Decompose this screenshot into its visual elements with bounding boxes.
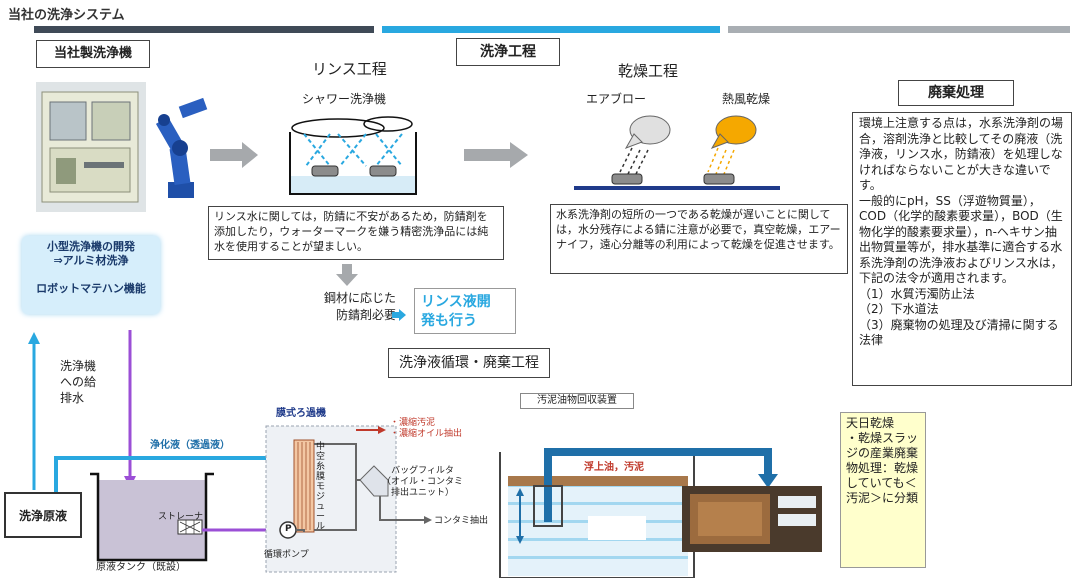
supply-label: 洗浄機 への給 排水 — [60, 359, 97, 405]
waste-text: 環境上注意する点は，水系洗浄剤の場合，溶剤洗浄と比較してその廃液（洗浄液，リンス… — [852, 112, 1072, 386]
header-bar-dark — [34, 26, 374, 33]
washer-machine-photo — [36, 82, 146, 212]
module-label: 中空糸膜モジュール — [316, 442, 326, 532]
waste-label: 廃棄処理 — [898, 80, 1014, 106]
process-arrow-2 — [464, 140, 530, 174]
rinse-highlight: リンス液開 発も行う — [414, 288, 516, 334]
pump-symbol: P — [285, 524, 292, 534]
dry-title: 乾燥工程 — [618, 62, 679, 80]
machine-label: 当社製洗浄機 — [36, 40, 150, 68]
rinse-note: リンス水に関しては，防錆に不安があるため，防錆剤を添加したり，ウォーターマークを… — [208, 206, 504, 260]
contami-label: コンタミ抽出 — [434, 516, 489, 526]
process-arrow-1 — [210, 140, 260, 174]
circulation-label: 洗浄液循環・廃棄工程 — [388, 348, 550, 378]
sludge-photo — [682, 486, 822, 552]
pump-label: 循環ポンプ — [264, 550, 309, 560]
sun-dry-note: 天日乾燥 ・乾燥スラッジの産業廃棄物処理：乾燥していても＜汚泥＞に分類 — [840, 412, 926, 568]
dry-note: 水系洗浄剤の短所の一つである乾燥が遅いことに関しては，水分残存による錆に注意が必… — [550, 204, 848, 274]
shower-label: シャワー洗浄機 — [302, 92, 387, 106]
rinse-title: リンス工程 — [312, 60, 387, 78]
shower-washer-diagram — [284, 110, 424, 198]
rinse-down-arrow — [336, 264, 358, 290]
source-liquid-box: 洗浄原液 — [4, 492, 82, 538]
header-bar-gray — [728, 26, 1070, 33]
hotair-label: 熱風乾燥 — [722, 92, 771, 106]
page-title: 当社の洗浄システム — [8, 8, 125, 23]
rinse-sub-label: 鋼材に応じた 防錆剤必要 — [323, 291, 396, 322]
membrane-title: 膜式ろ過機 — [276, 408, 326, 419]
tank-label: 原液タンク（既設） — [96, 562, 186, 573]
header-bar-blue — [382, 26, 720, 33]
strainer-label: ストレーナ — [158, 512, 204, 522]
airblow-label: エアブロー — [586, 92, 647, 106]
float-label: 浮上油，汚泥 — [584, 462, 644, 473]
small-machine-note: 小型洗浄機の開発 ⇒アルミ材洗浄 ロボットマテハン機能 — [22, 236, 160, 314]
rinse-right-arrow — [392, 306, 406, 325]
purified-label: 浄化液（透過液） — [150, 440, 230, 451]
recovery-label: 汚泥油物回収装置 — [520, 393, 634, 409]
bag-filter-label: バッグフィルタ （オイル・コンタミ 排出ユニット） — [382, 466, 464, 498]
robot-arm-illustration — [150, 92, 210, 202]
concentrate-label: ・濃縮汚泥 ・濃縮オイル抽出 — [390, 418, 463, 439]
wash-label: 洗浄工程 — [456, 38, 560, 66]
recovery-diagram — [496, 412, 786, 579]
circulation-diagram — [40, 400, 520, 578]
dryer-diagram — [572, 108, 782, 198]
